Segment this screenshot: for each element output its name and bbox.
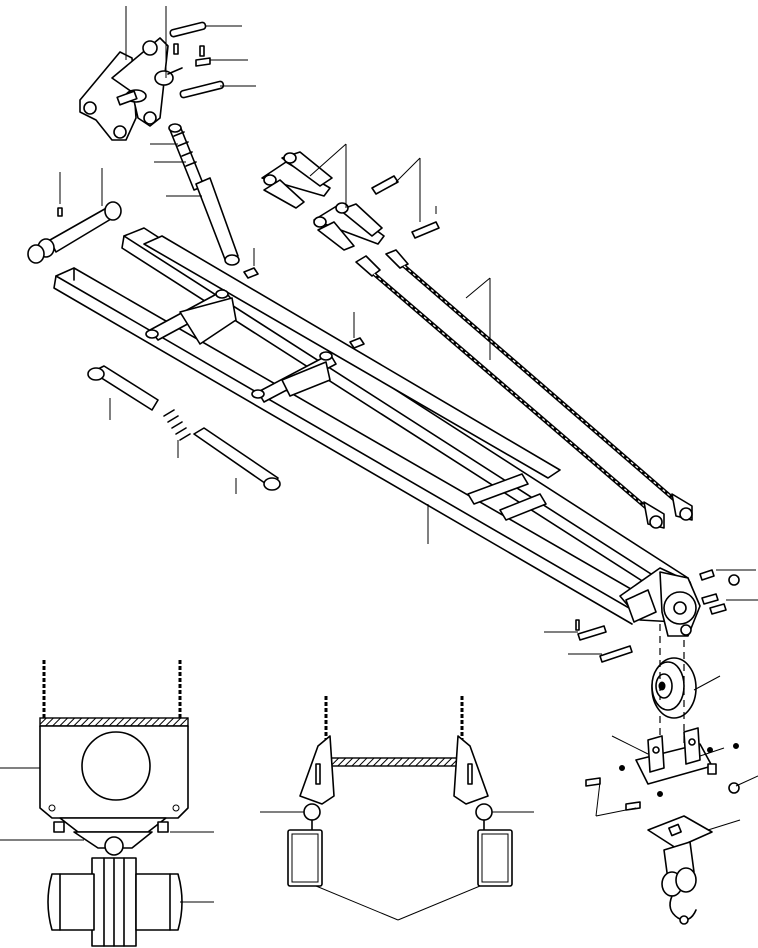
upper-mount-bracket [79, 37, 183, 141]
cable-links [261, 143, 440, 251]
boom-frame [53, 227, 701, 637]
sheave [651, 657, 721, 719]
pivot-pin [27, 168, 122, 264]
tip-hardware [544, 569, 758, 663]
leader-lines-top [125, 6, 256, 87]
suspension-cables [355, 249, 693, 529]
sheave-bracket [585, 727, 758, 817]
cable-hanger-detail [260, 696, 534, 921]
pins [169, 21, 225, 99]
hook-block [661, 841, 697, 925]
small-bolt-cylinder [243, 248, 259, 279]
cylinder [150, 123, 240, 266]
tie-rod [87, 365, 281, 494]
hook-block-bracket [647, 815, 741, 849]
small-bolt-frame [349, 312, 365, 349]
counterweight-detail [0, 660, 214, 947]
